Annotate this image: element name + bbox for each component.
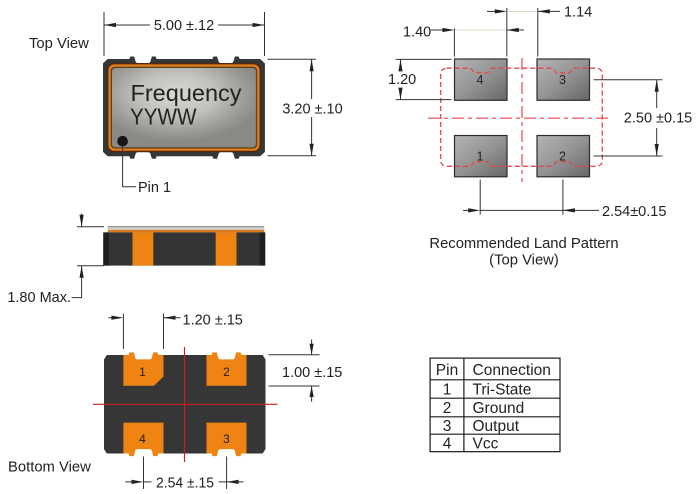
svg-text:1.00 ±.15: 1.00 ±.15 — [282, 365, 342, 381]
svg-text:3: 3 — [223, 432, 230, 446]
svg-text:2: 2 — [559, 150, 566, 164]
svg-text:Bottom View: Bottom View — [8, 459, 91, 475]
svg-text:1: 1 — [477, 150, 484, 164]
svg-text:5.00 ±.12: 5.00 ±.12 — [154, 18, 214, 34]
svg-text:1: 1 — [139, 365, 146, 379]
svg-text:4: 4 — [477, 73, 484, 87]
svg-text:2.54±0.15: 2.54±0.15 — [602, 204, 666, 220]
svg-text:Recommended Land Pattern: Recommended Land Pattern — [429, 236, 618, 252]
svg-text:Tri-State: Tri-State — [473, 381, 532, 398]
svg-text:3.20 ±.10: 3.20 ±.10 — [282, 101, 342, 117]
svg-text:1.80 Max.: 1.80 Max. — [7, 290, 71, 306]
svg-text:2.54 ±.15: 2.54 ±.15 — [156, 476, 214, 492]
svg-text:Frequency: Frequency — [131, 80, 242, 106]
svg-text:Pin 1: Pin 1 — [138, 180, 171, 196]
svg-text:2.50 ±0.15: 2.50 ±0.15 — [624, 111, 692, 127]
svg-text:Vcc: Vcc — [473, 435, 499, 452]
svg-text:4: 4 — [443, 435, 452, 452]
svg-text:Ground: Ground — [473, 400, 525, 417]
svg-text:1.14: 1.14 — [564, 5, 592, 21]
svg-text:2: 2 — [223, 365, 230, 379]
svg-text:Pin: Pin — [436, 362, 458, 379]
svg-text:Connection: Connection — [473, 362, 551, 379]
svg-text:3: 3 — [443, 418, 452, 435]
svg-text:3: 3 — [559, 73, 566, 87]
svg-text:YYWW: YYWW — [130, 104, 197, 130]
svg-text:(Top View): (Top View) — [489, 252, 559, 268]
svg-text:Top View: Top View — [29, 36, 89, 52]
svg-text:2: 2 — [443, 400, 452, 417]
svg-text:Output: Output — [473, 418, 520, 435]
svg-text:1: 1 — [443, 381, 452, 398]
svg-text:1.20: 1.20 — [388, 72, 416, 88]
svg-text:4: 4 — [139, 432, 146, 446]
svg-text:1.20 ±.15: 1.20 ±.15 — [183, 312, 243, 328]
svg-text:1.40: 1.40 — [403, 25, 431, 41]
